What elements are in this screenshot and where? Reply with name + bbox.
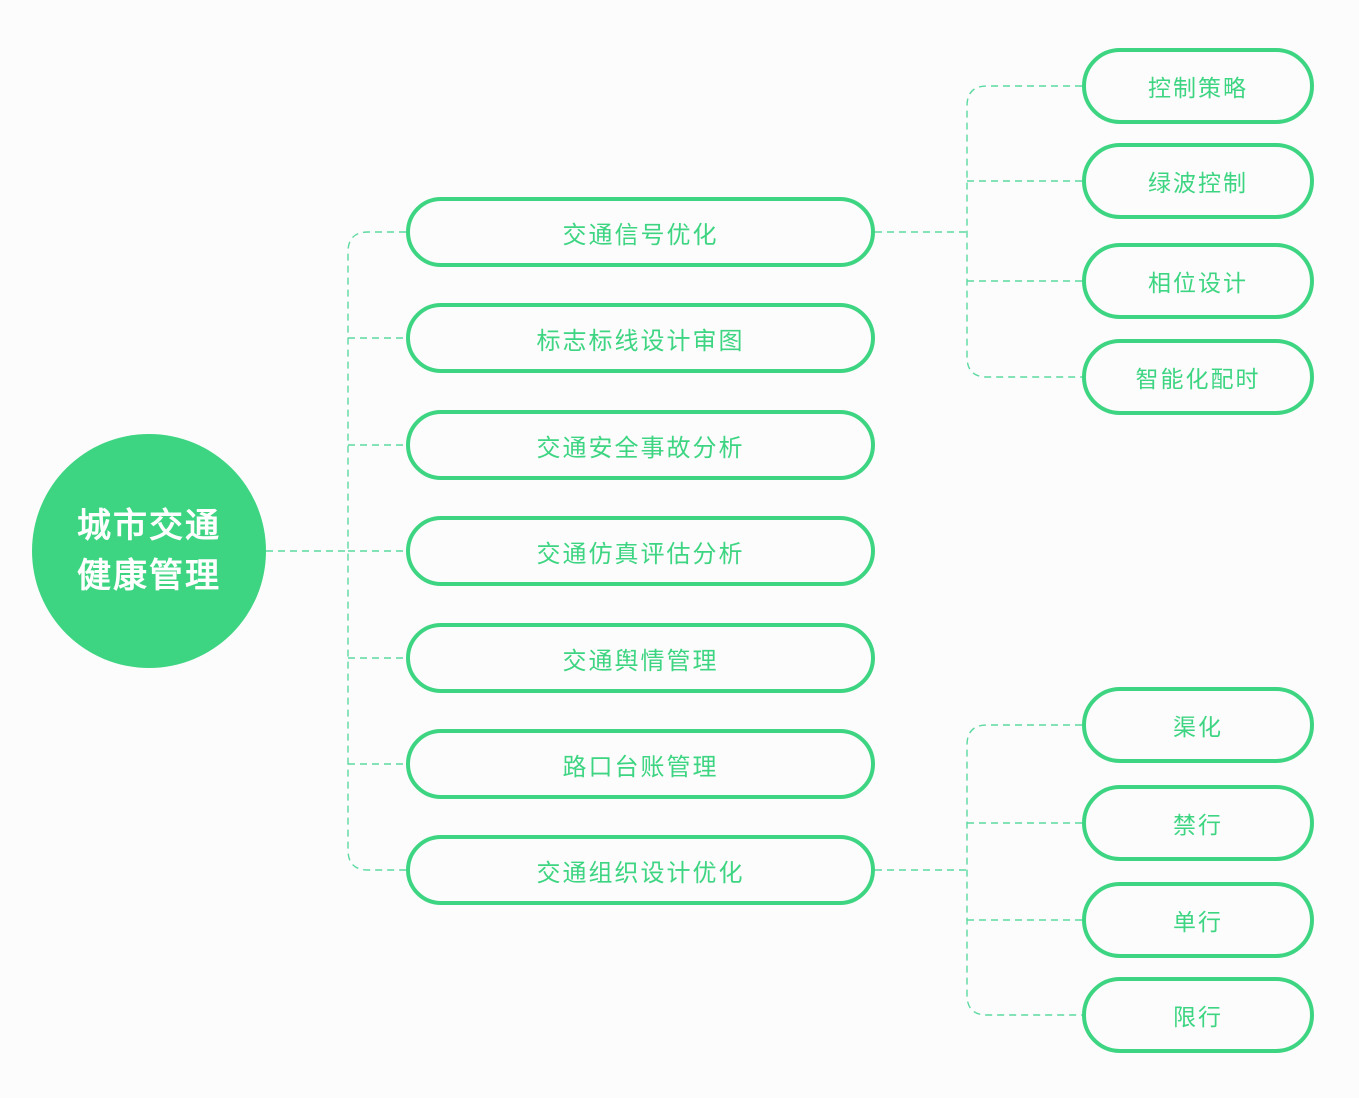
branch-node-label: 标志标线设计审图 [536,327,745,355]
leaf-node-label: 智能化配时 [1135,366,1261,392]
leaf-node-phase-design[interactable]: 相位设计 [1082,243,1314,319]
connector-right-bottom-bracket [966,724,1082,1016]
branch-node-traffic-organization-design-optimization[interactable]: 交通组织设计优化 [406,835,875,905]
leaf-node-restricted-travel[interactable]: 限行 [1082,977,1314,1053]
leaf-node-label: 相位设计 [1148,270,1248,296]
leaf-node-control-strategy[interactable]: 控制策略 [1082,48,1314,124]
leaf-node-no-entry[interactable]: 禁行 [1082,785,1314,861]
leaf-node-label: 限行 [1173,1004,1223,1030]
leaf-node-label: 控制策略 [1148,75,1248,101]
branch-node-traffic-safety-accident-analysis[interactable]: 交通安全事故分析 [406,410,875,480]
root-node-label-line2: 健康管理 [77,557,221,595]
leaf-node-label: 单行 [1173,909,1223,935]
branch-node-label: 交通安全事故分析 [536,434,745,462]
leaf-node-label: 渠化 [1173,714,1223,740]
branch-node-label: 交通信号优化 [562,221,719,249]
connector-right-top-bracket [966,85,1082,378]
branch-node-traffic-simulation-evaluation-analysis[interactable]: 交通仿真评估分析 [406,516,875,586]
leaf-node-label: 禁行 [1173,812,1223,838]
leaf-node-intelligent-timing[interactable]: 智能化配时 [1082,339,1314,415]
root-node-label-line1: 城市交通 [77,507,221,545]
root-node-urban-traffic-health-management[interactable]: 城市交通 健康管理 [32,434,266,668]
branch-node-traffic-public-opinion-management[interactable]: 交通舆情管理 [406,623,875,693]
branch-node-intersection-ledger-management[interactable]: 路口台账管理 [406,729,875,799]
leaf-node-channelization[interactable]: 渠化 [1082,687,1314,763]
branch-node-label: 交通组织设计优化 [536,859,745,887]
branch-node-label: 路口台账管理 [562,753,719,781]
branch-node-label: 交通仿真评估分析 [536,540,745,568]
leaf-node-label: 绿波控制 [1148,170,1248,196]
branch-node-label: 交通舆情管理 [562,647,719,675]
branch-node-traffic-signal-optimization[interactable]: 交通信号优化 [406,197,875,267]
leaf-node-green-wave-control[interactable]: 绿波控制 [1082,143,1314,219]
leaf-node-one-way[interactable]: 单行 [1082,882,1314,958]
branch-node-sign-marking-design-review[interactable]: 标志标线设计审图 [406,303,875,373]
